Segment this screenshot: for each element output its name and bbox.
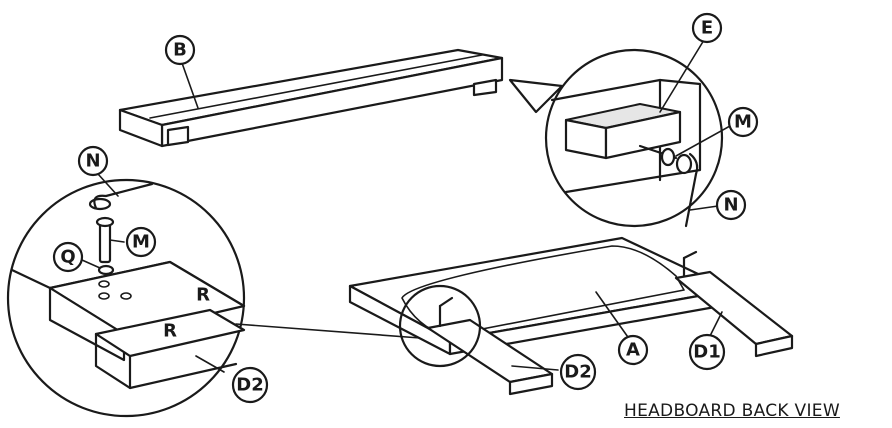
callout-e: E	[691, 12, 723, 44]
part-b-rail	[118, 48, 504, 148]
svg-text:N: N	[723, 195, 738, 216]
detail-right	[508, 48, 724, 228]
headboard-main	[348, 236, 794, 396]
callout-n-left: N	[77, 145, 109, 177]
callout-d1: D1	[688, 333, 726, 371]
face-label-r-front: R	[163, 321, 177, 342]
leader-m-left	[109, 239, 125, 243]
leader-a	[595, 291, 631, 341]
svg-text:M: M	[132, 232, 150, 253]
leader-d2-main	[511, 365, 559, 371]
detail-link-top	[235, 323, 421, 339]
callout-d2-detail: D2	[231, 366, 269, 404]
svg-text:D2: D2	[564, 362, 591, 383]
svg-text:D1: D1	[693, 342, 720, 363]
leader-n-left	[97, 173, 119, 197]
svg-text:D2: D2	[236, 375, 263, 396]
leader-d2-left	[195, 355, 225, 373]
callout-d2-main: D2	[559, 353, 597, 391]
svg-text:B: B	[173, 40, 187, 61]
svg-text:Q: Q	[60, 247, 75, 268]
face-label-r-top: R	[196, 285, 210, 306]
svg-text:N: N	[85, 151, 100, 172]
callout-a: A	[617, 334, 649, 366]
leader-b	[181, 62, 199, 109]
callout-m-right: M	[727, 106, 759, 138]
callout-m-left: M	[125, 226, 157, 258]
view-caption: HEADBOARD BACK VIEW	[624, 401, 840, 421]
callout-b: B	[164, 34, 196, 66]
svg-text:E: E	[701, 18, 713, 39]
detail-left	[6, 178, 246, 418]
detail-ring	[398, 284, 482, 368]
callout-q: Q	[52, 241, 84, 273]
leader-n-right	[689, 205, 719, 211]
leader-m-right	[675, 125, 731, 157]
leader-q	[81, 259, 101, 269]
svg-text:A: A	[626, 340, 640, 361]
svg-text:M: M	[734, 112, 752, 133]
callout-n-right: N	[715, 189, 747, 221]
leader-e	[659, 39, 705, 113]
